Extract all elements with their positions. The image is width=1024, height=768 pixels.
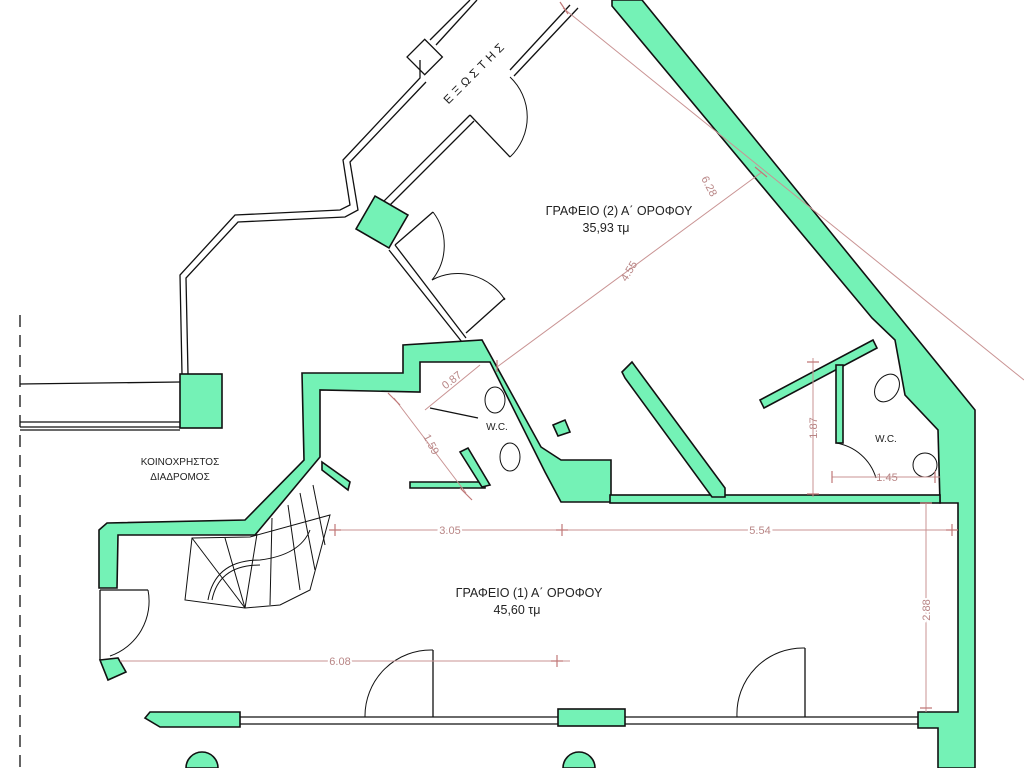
sink-icon — [484, 386, 506, 414]
dim-0-87: 0.87 — [440, 369, 464, 392]
balcony-outline — [179, 0, 579, 375]
wc-stub-wall — [458, 446, 492, 488]
door-swings — [100, 76, 877, 718]
dim-6-28: 6.28 — [698, 174, 719, 199]
east-wall — [611, 0, 976, 768]
structural-walls — [98, 0, 976, 768]
dim-3-05: 3.05 — [439, 525, 460, 537]
wc-wall — [758, 338, 879, 410]
balcony-label: ΕΞΩΣΤΗΣ — [441, 38, 510, 107]
office2-area: 35,93 τμ — [583, 221, 630, 235]
office1-area: 45,60 τμ — [494, 603, 541, 617]
dim-6-08: 6.08 — [329, 656, 350, 668]
toilet-icon — [499, 442, 521, 472]
dim-2-88: 2.88 — [921, 599, 933, 620]
dim-1-87: 1.87 — [808, 417, 820, 438]
toilet-icon — [874, 373, 900, 403]
wc-right-label: W.C. — [875, 434, 897, 445]
corridor-label-line1: ΚΟΙΝΟΧΡΗΣΤΟΣ — [141, 457, 220, 468]
wc-stub-wall — [551, 418, 572, 437]
column — [179, 373, 223, 429]
corner-wall — [143, 711, 241, 728]
wc-stub-wall — [409, 481, 486, 489]
wc-left-label: W.C. — [486, 422, 508, 433]
partition-wall — [609, 494, 941, 504]
office1-title: ΓΡΑΦΕΙΟ (1) Α΄ ΟΡΟΦΟΥ — [456, 586, 603, 600]
sink-icon — [912, 452, 938, 478]
wc-wall — [835, 364, 844, 444]
corridor-walls — [19, 381, 181, 431]
corner-wall — [98, 657, 128, 682]
dimension-lines — [120, 1, 1024, 712]
office2-title: ΓΡΑΦΕΙΟ (2) Α΄ ΟΡΟΦΟΥ — [546, 204, 693, 218]
exterior-columns — [185, 751, 596, 768]
staircase — [184, 484, 331, 609]
column — [354, 194, 410, 250]
window-pier — [557, 708, 626, 727]
corridor-label-line2: ΔΙΑΔΡΟΜΟΣ — [150, 472, 210, 483]
interior-wall-wc-stair — [98, 339, 612, 589]
diagonal-wall — [621, 360, 726, 498]
dim-5-54: 5.54 — [749, 525, 770, 537]
dim-1-45: 1.45 — [876, 472, 897, 484]
stair-side-wall — [321, 460, 351, 492]
dim-4-55: 4.55 — [619, 259, 641, 284]
sanitary-fixtures — [429, 373, 938, 478]
dim-1-59: 1.59 — [420, 432, 441, 457]
